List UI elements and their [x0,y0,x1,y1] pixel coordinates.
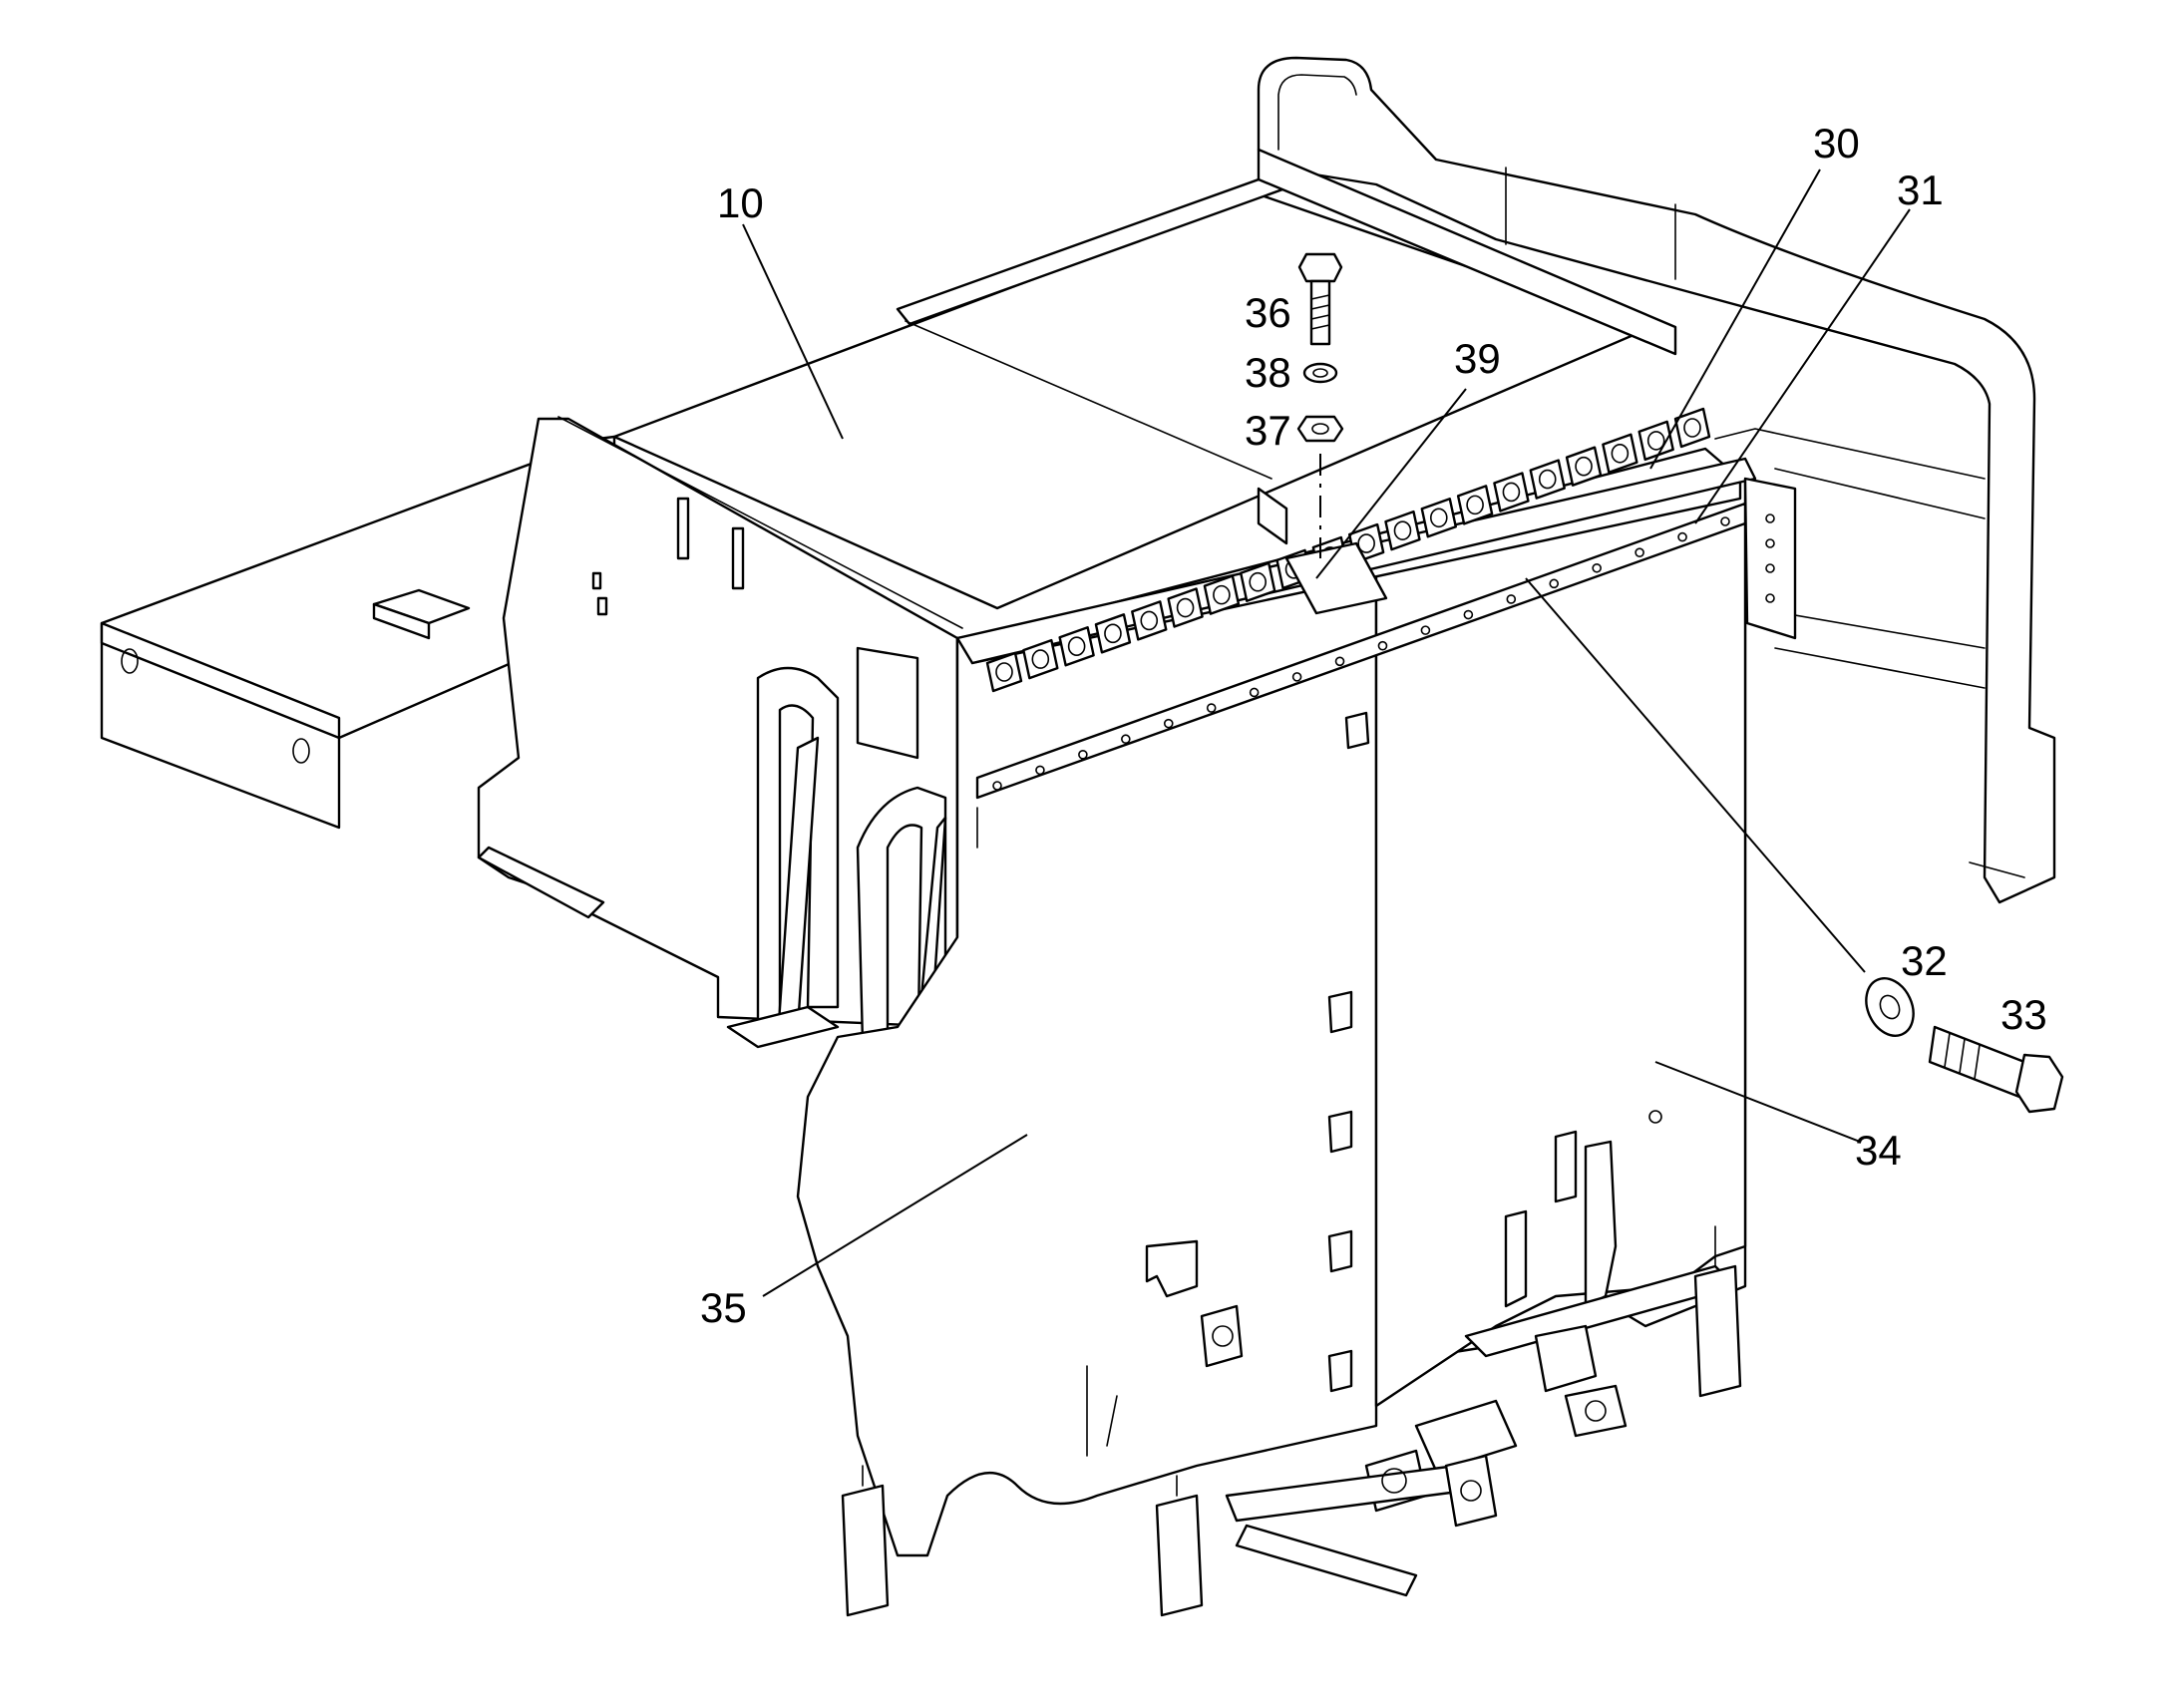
bolt-hole [1206,703,1217,713]
bolt-hole [1592,562,1602,573]
mounting-block [1529,459,1566,500]
mounting-block [1094,613,1132,654]
callout-32: 32 [1901,937,1948,984]
bolt-hole [1677,531,1687,542]
callout-38: 38 [1245,349,1291,396]
front-right-panel [1374,477,1747,1408]
leader-lines [742,169,1911,1297]
callout-37: 37 [1245,407,1291,454]
callout-39: 39 [1454,335,1501,382]
mounting-block [1384,510,1421,551]
callout-35: 35 [700,1284,747,1331]
bolt-hole [1549,578,1560,589]
bolt-36 [1297,252,1343,346]
callout-31: 31 [1897,167,1944,213]
washer-38 [1302,362,1338,384]
bolt-hole [1506,594,1517,604]
bolt-hole [1420,625,1431,635]
callout-33: 33 [2000,991,2047,1038]
left-extension-tray [100,435,616,830]
mounting-block [1022,638,1059,680]
nut-37 [1296,415,1344,443]
bolt-hole [1121,734,1131,745]
bolt-hole [1035,765,1045,776]
bolt-hole [1078,750,1088,760]
washer-32 [1865,977,1915,1037]
bolt-hole [992,781,1002,791]
mounting-block [1058,626,1095,667]
bolt-hole [1720,516,1730,526]
bolt-hole [1463,609,1474,620]
mounting-block [1420,498,1457,538]
bolt-hole [1163,718,1174,729]
callout-34: 34 [1855,1127,1902,1174]
bolt-hole [1249,687,1260,698]
clamp-bar-holes [992,516,1730,791]
underside-linkage [841,1225,1742,1617]
mounting-block [1456,485,1494,525]
right-end-bracket [1743,477,1797,640]
top-cover-panel [612,148,1677,610]
mounting-block [1602,433,1638,474]
mounting-block [1493,472,1530,512]
callout-30: 30 [1813,120,1860,167]
mounting-block [1565,446,1603,487]
mounting-block [1203,574,1241,615]
mounting-block [1637,420,1674,462]
bolt-hole [1334,656,1345,667]
handrail-frame [1257,56,2056,904]
mounting-block [1240,561,1276,602]
bolt-hole [1377,640,1388,651]
bolt-hole [1291,672,1302,682]
panel-latches [1327,711,1370,1393]
bolt-hole [1635,547,1644,557]
mounting-block [1167,587,1204,628]
callout-labels: 10 30 31 32 33 34 35 36 37 38 39 [700,120,2047,1331]
mounting-block [985,651,1023,693]
bolt-33 [1928,1025,2064,1114]
splice-plate [1284,541,1388,615]
front-left-panel [796,566,1378,1557]
mounting-block [1673,407,1711,449]
callout-10: 10 [717,179,764,226]
callout-36: 36 [1245,289,1291,336]
mounting-block [1131,600,1168,641]
